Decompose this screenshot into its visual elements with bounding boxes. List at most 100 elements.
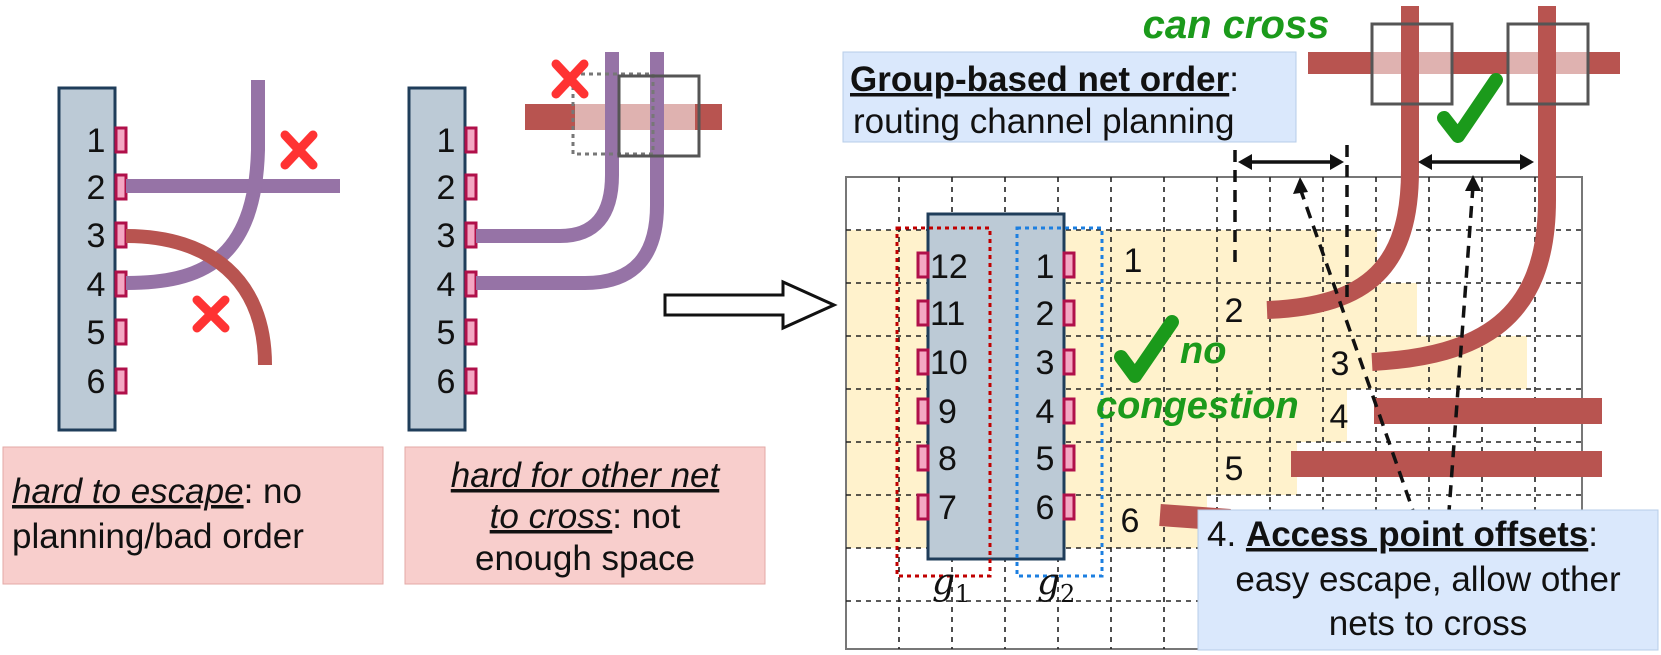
can-cross-label: can cross [1143,3,1330,47]
right-net-3 [1371,6,1556,371]
middle-caption-line1: hard for other net [451,456,721,495]
group-g2-outline [1015,226,1104,578]
middle-pin-4: 4 [437,266,456,304]
group-order-title: Group-based net order [850,60,1230,99]
left-pin-3: 3 [87,217,106,255]
track-label-2: 2 [1225,292,1244,330]
left-caption-line1: hard to escape: no [12,472,302,511]
cross-mark-bottom [192,295,230,333]
track-label-3: 3 [1331,345,1350,383]
g1-pin-8: 8 [938,440,957,478]
left-net-4 [125,80,265,290]
left-pin-6: 6 [87,363,106,401]
access-offsets-box [1197,509,1659,651]
left-caption-underlined: hard to escape [12,472,244,511]
access-offsets-title: Access point offsets [1246,515,1588,554]
left-cross-marks [192,130,318,333]
left-pin-numbers: 1 2 3 4 5 6 [87,122,106,401]
right-panel: can cross Group-based net order: routing… [842,3,1659,651]
cross-box-2 [1506,22,1590,106]
g2-letter: g [1037,562,1060,603]
no-congestion-line2: congestion [1096,385,1299,427]
right-pin-pads-left [916,251,930,521]
g2-subscript: 2 [1060,580,1075,608]
g2-pin-1: 1 [1036,248,1055,286]
g1-pin-10: 10 [930,344,968,382]
right-net-4 [1374,398,1602,424]
middle-pin-pads [464,126,478,395]
middle-pin-body [407,86,467,432]
check-mark-top [1437,73,1503,143]
middle-pin-6: 6 [437,363,456,401]
access-offsets-line3: nets to cross [1329,604,1527,643]
g2-pin-6: 6 [1036,489,1055,527]
group-order-subtitle: routing channel planning [853,102,1234,141]
left-net-3 [125,229,272,366]
right-pin-body [926,212,1066,561]
offset-markers [1233,145,1530,300]
g2-pin-2: 2 [1036,295,1055,333]
left-caption-line2: planning/bad order [12,517,304,556]
left-pin-2: 2 [87,169,106,207]
g1-pin-7: 7 [938,489,957,527]
transition-arrow [663,279,838,331]
g2-pin-3: 3 [1036,344,1055,382]
group-g1-outline [895,226,992,578]
group-order-box [842,51,1297,143]
middle-solid-box [617,74,701,158]
right-pin-pads-right [1062,251,1076,521]
g2-pin-5: 5 [1036,440,1055,478]
cross-box-1 [1370,22,1454,106]
left-pin-1: 1 [87,122,106,160]
left-pin-pads [114,126,128,395]
right-net-5 [1291,451,1602,477]
middle-cross-fade [575,104,695,130]
access-offsets-title-line: 4. Access point offsets: [1207,515,1598,554]
right-net-2 [1266,6,1419,319]
middle-caption-line3: enough space [475,539,695,578]
group-order-colon: : [1229,60,1239,99]
middle-panel: 1 2 3 4 5 6 hard for other net to cross:… [404,52,766,585]
middle-dotted-box [571,72,655,156]
middle-caption-line2-rest: : not [612,497,680,536]
middle-caption-line2: to cross: not [490,497,681,536]
left-pin-5: 5 [87,314,106,352]
no-congestion-line1: no [1180,330,1226,372]
right-pin-numbers-right: 1 2 3 4 5 6 [1036,248,1055,527]
middle-net-4 [476,52,664,290]
track-label-5: 5 [1225,450,1244,488]
right-pin-numbers-left: 12 11 10 9 8 7 [930,248,968,527]
middle-caption-box [404,446,766,585]
g1-subscript: 1 [955,580,970,608]
middle-pin-numbers: 1 2 3 4 5 6 [437,122,456,401]
g2-pin-4: 4 [1036,393,1055,431]
g1-pin-12: 12 [930,248,968,286]
access-offsets-line2: easy escape, allow other [1235,560,1621,599]
middle-pin-2: 2 [437,169,456,207]
middle-pin-3: 3 [437,217,456,255]
check-mark-middle [1114,315,1179,383]
g1-pin-9: 9 [938,393,957,431]
middle-pin-1: 1 [437,122,456,160]
left-caption-box [2,446,384,585]
track-label-4: 4 [1330,398,1349,436]
middle-caption-underlined: to cross [490,497,613,536]
track-label-1: 1 [1124,242,1143,280]
group-order-title-line: Group-based net order: [850,60,1239,99]
left-pin-body [57,86,117,432]
middle-net-3 [476,52,619,243]
middle-pin-5: 5 [437,314,456,352]
access-offsets-colon: : [1588,515,1598,554]
g1-pin-11: 11 [930,295,965,333]
cross-mark-top [280,130,318,170]
left-panel: 1 2 3 4 5 6 hard to escape: no planning/… [2,80,384,585]
group-label-g2: g2 [1037,562,1075,608]
track-labels: 1 2 3 4 5 6 [1121,242,1350,540]
left-caption-line1-rest: : no [244,472,302,511]
group-label-g1: g1 [932,562,970,608]
pointer-lines [1298,185,1475,526]
offset-arrowheads [1238,154,1534,194]
g1-letter: g [932,562,955,603]
left-pin-4: 4 [87,266,106,304]
